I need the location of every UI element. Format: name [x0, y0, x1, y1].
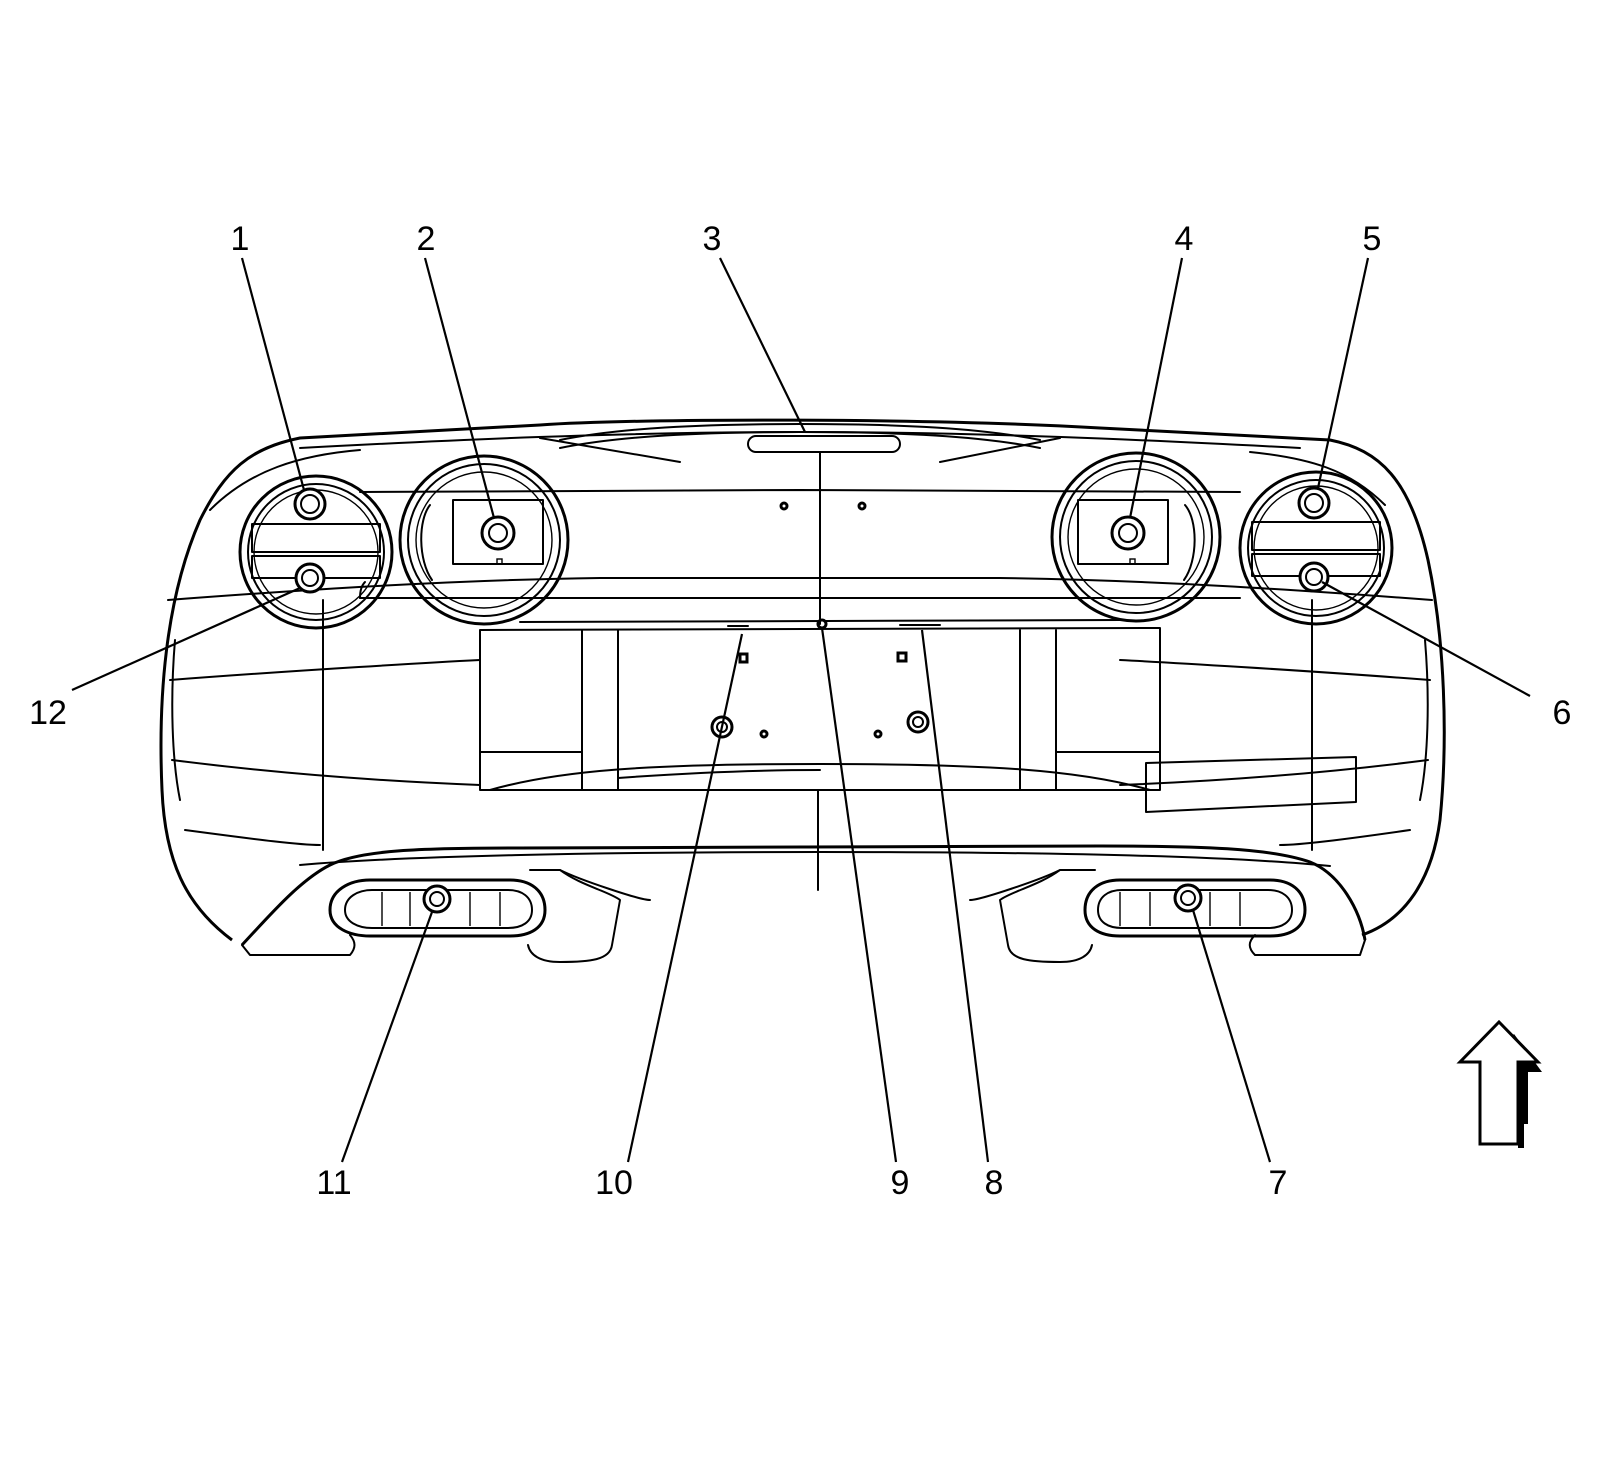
- center-high-mount-stop-lamp: [559, 423, 1041, 453]
- fastener: [857, 501, 867, 511]
- callout-labels: 1 2 3 4 5 6 7 8 9 10 11 12: [29, 220, 1571, 1202]
- callout-7: 7: [1269, 1164, 1288, 1202]
- callout-8: 8: [985, 1164, 1004, 1202]
- rear-diffuser: [240, 844, 1367, 963]
- right-outer-tail-lamp: [1238, 470, 1394, 626]
- leader-8: [920, 629, 990, 1163]
- leader-2: [423, 257, 496, 519]
- callout-6: 6: [1553, 694, 1572, 732]
- left-outer-tail-lamp: [238, 474, 394, 630]
- callout-4: 4: [1175, 220, 1194, 258]
- callout-2: 2: [417, 220, 436, 258]
- callout-5: 5: [1363, 220, 1382, 258]
- leader-7: [1191, 909, 1272, 1163]
- callout-3: 3: [703, 220, 722, 258]
- license-plate-pocket: [479, 618, 1357, 813]
- callout-11: 11: [316, 1164, 351, 1202]
- right-inner-tail-lamp: [1050, 451, 1222, 623]
- callout-10: 10: [595, 1164, 633, 1202]
- up-arrow-icon: [1456, 1019, 1542, 1148]
- leader-10: [626, 633, 744, 1163]
- leader-4: [1128, 257, 1184, 519]
- callout-9: 9: [891, 1164, 910, 1202]
- leader-3: [719, 257, 806, 433]
- fastener: [779, 501, 789, 511]
- leader-5: [1316, 257, 1370, 489]
- leader-lines: [71, 257, 1531, 1163]
- leader-12: [71, 586, 301, 692]
- leader-6: [1321, 581, 1531, 697]
- callout-12: 12: [29, 694, 67, 732]
- callout-1: 1: [231, 220, 250, 258]
- leader-11: [340, 911, 434, 1163]
- leader-1: [240, 257, 306, 491]
- left-inner-tail-lamp: [398, 454, 570, 626]
- leader-9: [820, 627, 898, 1163]
